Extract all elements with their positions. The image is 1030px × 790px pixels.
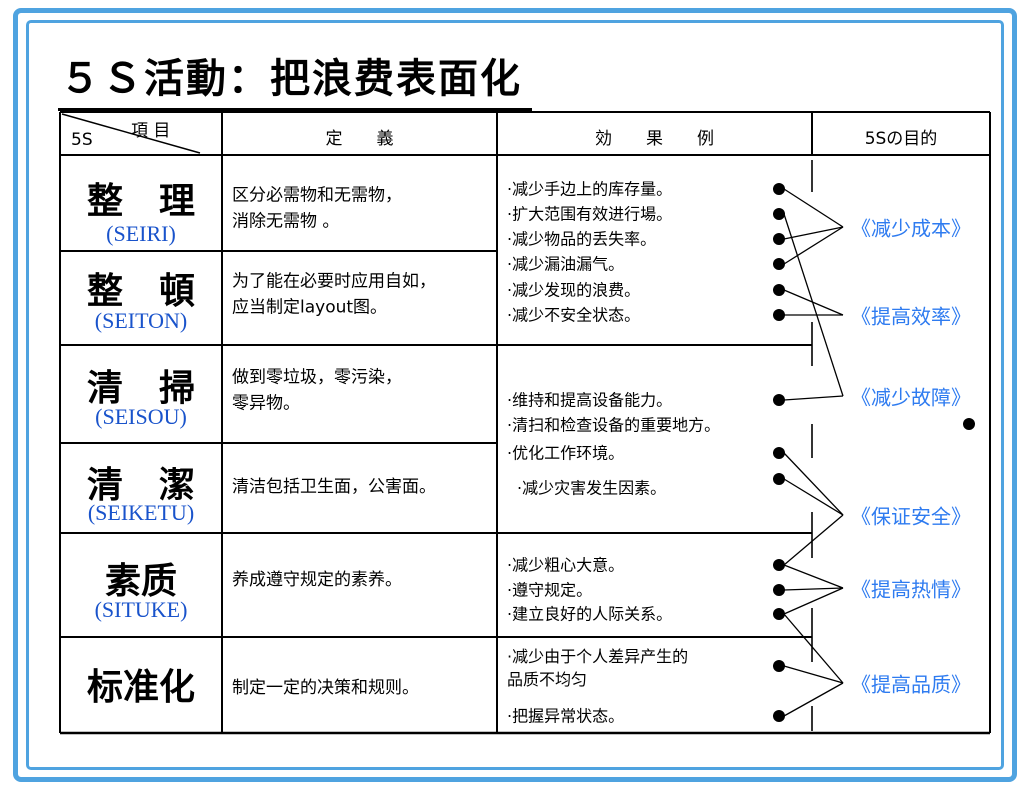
connection-line	[783, 395, 844, 401]
connection-line	[783, 665, 844, 684]
connection-line	[783, 226, 844, 265]
goal-label: 《提高热情》	[851, 577, 971, 602]
connection-line	[783, 587, 844, 615]
effect-dot	[773, 710, 785, 722]
goal-label: 《减少故障》	[851, 385, 971, 410]
page-title: ５Ｓ活動：把浪费表面化	[58, 46, 532, 111]
effect-item: ·减少发现的浪费。	[507, 280, 641, 300]
row-name: 标准化	[86, 667, 195, 708]
connection-line	[783, 682, 844, 717]
effect-item: ·建立良好的人际关系。	[507, 604, 673, 624]
effect-dot	[773, 584, 785, 596]
effect-dot	[773, 208, 785, 220]
definition-text: 清洁包括卫生面，公害面。	[232, 476, 436, 497]
effect-item: ·减少粗心大意。	[507, 555, 625, 575]
connection-line	[783, 213, 844, 397]
effect-item: ·减少漏油漏气。	[507, 254, 625, 274]
row-romaji: (SEIKETU)	[87, 500, 195, 525]
header-effects: 効 果 例	[595, 129, 714, 149]
effect-item: ·把握异常状态。	[507, 706, 625, 726]
effect-dot	[773, 284, 785, 296]
row-name: 清 潔	[86, 465, 195, 506]
header-corner-item: 項 目	[131, 121, 171, 141]
connection-line	[783, 587, 844, 591]
row-name: 整 頓	[86, 271, 195, 312]
effect-dot	[773, 394, 785, 406]
connection-line	[783, 564, 844, 589]
stray-dot	[963, 418, 975, 430]
effect-dot	[773, 473, 785, 485]
effect-dot	[773, 233, 785, 245]
connection-line	[783, 514, 844, 566]
effect-item: ·维持和提高设备能力。	[507, 390, 673, 410]
definition-text: 为了能在必要时应用自如， 应当制定layout图。	[232, 271, 436, 318]
effect-item: ·减少手边上的库存量。	[507, 179, 673, 199]
connection-line	[783, 188, 844, 228]
connection-line	[783, 613, 844, 684]
effect-dot	[773, 258, 785, 270]
effect-item: ·减少由于个人差异产生的 品质不均匀	[507, 646, 689, 689]
effect-item: ·减少不安全状态。	[507, 305, 641, 325]
connection-line	[783, 478, 844, 516]
definition-text: 养成遵守规定的素养。	[232, 569, 402, 590]
row-romaji: (SEIRI)	[106, 221, 176, 246]
effect-dot	[773, 183, 785, 195]
row-romaji: (SEISOU)	[95, 404, 187, 429]
definition-text: 做到零垃圾，零污染， 零异物。	[232, 367, 402, 414]
row-romaji: (SITUKE)	[94, 597, 188, 622]
header-diagonal	[61, 113, 201, 154]
connection-line	[783, 452, 844, 516]
definition-text: 制定一定的决策和规则。	[232, 677, 419, 698]
effect-dot	[773, 608, 785, 620]
effect-item: ·减少物品的丢失率。	[507, 229, 657, 249]
effect-dot	[773, 309, 785, 321]
connection-line	[783, 226, 844, 240]
header-definition: 定 義	[325, 129, 394, 149]
header-corner-5s: 5S	[71, 130, 93, 150]
effect-item: ·遵守规定。	[507, 580, 593, 600]
row-name: 清 掃	[86, 368, 195, 409]
effect-item: ·清扫和检查设备的重要地方。	[507, 415, 721, 435]
effect-dot	[773, 447, 785, 459]
goal-label: 《减少成本》	[851, 216, 971, 241]
goal-label: 《提高效率》	[851, 304, 971, 329]
header-purpose: 5Sの目的	[864, 129, 938, 149]
row-name: 素质	[104, 561, 177, 602]
row-name: 整 理	[86, 181, 195, 222]
goal-label: 《提高品质》	[851, 672, 971, 697]
effect-item: ·减少灾害发生因素。	[517, 478, 667, 498]
row-romaji: (SEITON)	[94, 308, 188, 333]
effect-item: ·扩大范围有效进行場。	[507, 204, 673, 224]
effect-dot	[773, 559, 785, 571]
effect-item: ·优化工作环境。	[507, 443, 625, 463]
effect-dot	[773, 660, 785, 672]
goal-label: 《保证安全》	[851, 504, 971, 529]
connection-line	[783, 289, 844, 316]
definition-text: 区分必需物和无需物， 消除无需物 。	[232, 185, 402, 232]
